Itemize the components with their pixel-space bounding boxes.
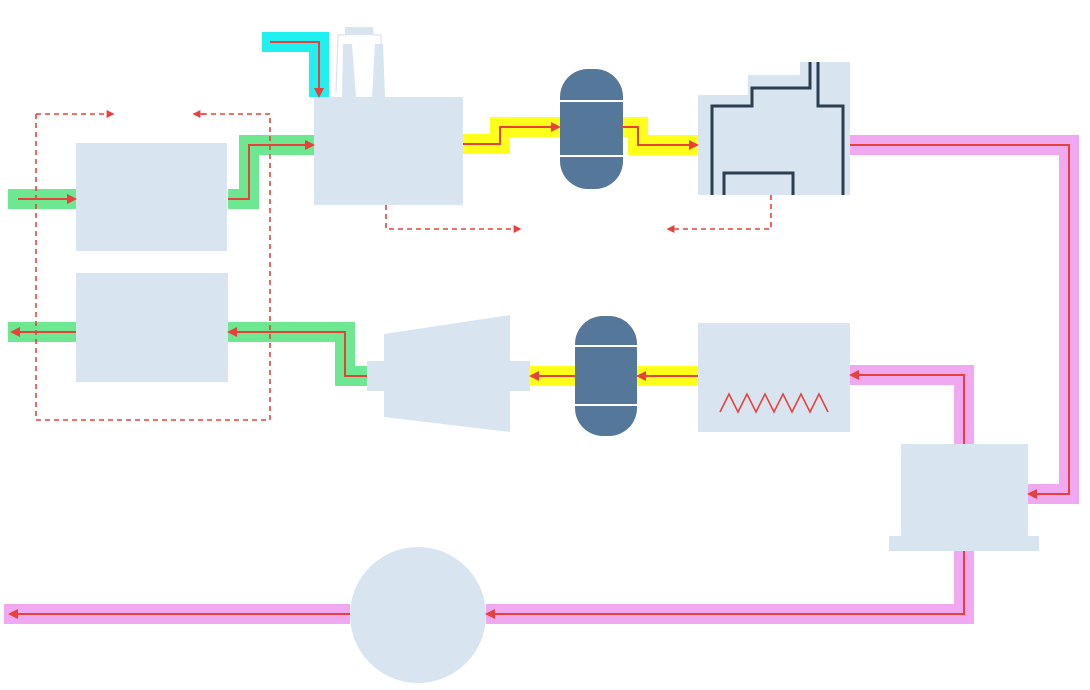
arrow-separator-to-tank (485, 551, 965, 619)
arrow-return-to-lower-unit (227, 327, 367, 377)
separator-base (889, 536, 1039, 551)
stream-vessel-to-structure (622, 117, 698, 155)
signal-control-loop-left (35, 113, 271, 421)
vessel-upper-body (560, 69, 623, 189)
stream-return-to-lower-unit (228, 322, 367, 386)
vessel-lower[interactable] (575, 316, 637, 436)
arrow-reactor-to-vessel (463, 122, 561, 145)
heater[interactable] (698, 323, 850, 432)
unit-upper-left[interactable] (76, 143, 227, 251)
arrow-water-inlet (270, 41, 324, 98)
vessel-upper[interactable] (560, 69, 623, 189)
structure-backdrop (698, 62, 850, 195)
compressor-shaft-left (367, 361, 385, 391)
structure-line-main (710, 62, 812, 195)
stream-feed-to-reactor (228, 135, 314, 209)
signal-structure (666, 195, 772, 233)
separator[interactable] (889, 444, 1039, 551)
components-layer (76, 27, 1039, 683)
stream-separator-to-heater (850, 365, 974, 444)
stepped-structure[interactable] (698, 62, 850, 195)
structure-line-bottom (722, 171, 795, 195)
arrow-feed-to-reactor (228, 140, 315, 200)
chimney-right (372, 44, 385, 98)
stream-separator-to-tank (486, 550, 974, 624)
heater-coil-icon (719, 392, 829, 414)
stream-water-inlet (262, 32, 329, 97)
unit-lower-left[interactable] (76, 273, 228, 382)
reactor-with-stacks[interactable] (314, 27, 463, 205)
arrow-separator-to-heater (849, 370, 965, 444)
reactor-body (314, 97, 463, 205)
chimney-left (342, 44, 356, 98)
chimney-cap (345, 27, 373, 35)
vessel-lower-body (575, 316, 637, 436)
arrow-vessel-to-structure (622, 126, 699, 150)
separator-body (901, 444, 1028, 537)
tank[interactable] (350, 547, 486, 683)
arrow-structure-to-separator (850, 144, 1070, 499)
compressor[interactable] (367, 315, 530, 432)
stream-reactor-to-vessel (463, 117, 560, 154)
compressor-shaft-right (509, 361, 530, 391)
heater-body (698, 323, 850, 432)
signal-reactor (385, 205, 522, 233)
flow-arrows-layer (8, 41, 1070, 619)
compressor-body (384, 315, 510, 432)
structure-line-right (816, 62, 845, 195)
signals-layer (35, 110, 772, 421)
